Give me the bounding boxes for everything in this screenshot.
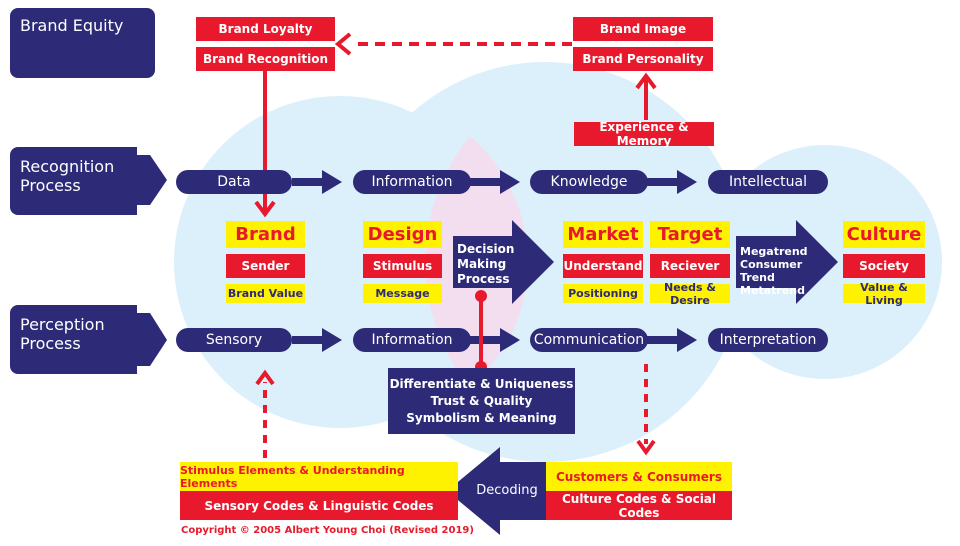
design-title: Design [363, 221, 442, 248]
decoding-label: Decoding [476, 483, 538, 498]
brand-loyalty-box: Brand Loyalty [196, 17, 335, 41]
top-dashed-arrowhead [334, 32, 352, 56]
decision-connector-top-dot [475, 290, 487, 302]
customers-box: Customers & Consumers [546, 462, 732, 491]
per-communication-label: Communication [533, 332, 645, 348]
megatrend-arrow-shape [736, 220, 838, 304]
stimulus-elements-box: Stimulus Elements & Understanding Elemen… [180, 462, 458, 491]
per-information-label: Information [371, 332, 453, 348]
brand-recognition-box: Brand Recognition [196, 47, 335, 71]
rec-information-label: Information [371, 174, 453, 190]
market-title: Market [563, 221, 643, 248]
copyright-text: Copyright © 2005 Albert Young Choi (Revi… [181, 525, 474, 536]
brand-image-box: Brand Image [573, 17, 713, 41]
recognition-arrow-tip [136, 155, 167, 205]
brand-personality-box: Brand Personality [573, 47, 713, 71]
differentiate-box: Differentiate & Uniqueness Trust & Quali… [388, 368, 575, 434]
brand-title: Brand [226, 221, 305, 248]
megatrend-arrow-label: Megatrend Consumer Trend Metatrend [740, 245, 808, 297]
recognition-process-box: Recognition Process [10, 147, 137, 215]
market-understand: Understand [563, 254, 643, 278]
experience-memory-box: Experience & Memory [574, 120, 714, 148]
per-interpretation-label: Interpretation [719, 332, 817, 348]
rec-knowledge-label: Knowledge [550, 174, 628, 190]
target-needs: Needs & Desire [650, 281, 730, 307]
perception-pills [176, 328, 828, 352]
culture-value: Value & Living [843, 281, 925, 307]
per-sensory-label: Sensory [205, 332, 263, 348]
brand-equity-box: Brand Equity [10, 8, 155, 78]
rec-data-label: Data [217, 174, 251, 190]
target-title: Target [650, 221, 730, 248]
differentiate-line-1: Differentiate & Uniqueness [389, 377, 574, 391]
target-reciever: Reciever [650, 254, 730, 278]
culture-codes-box: Culture Codes & Social Codes [546, 491, 732, 520]
perception-process-label: Perception Process [20, 315, 105, 353]
design-message: Message [363, 284, 442, 303]
communication-down-arrowhead [636, 439, 656, 456]
sensory-codes-box: Sensory Codes & Linguistic Codes [180, 491, 458, 520]
recognition-pills [176, 170, 828, 194]
culture-society: Society [843, 254, 925, 278]
decoding-arrow-shape [447, 447, 546, 535]
brand-sender: Sender [226, 254, 305, 278]
experience-up-arrowhead [635, 72, 657, 90]
decision-arrow-label: Decision Making Process [457, 242, 515, 286]
recognition-down-arrowhead [254, 200, 276, 218]
culture-title: Culture [843, 221, 925, 248]
recognition-process-label: Recognition Process [20, 157, 115, 195]
brand-equity-label: Brand Equity [20, 16, 124, 35]
design-stimulus: Stimulus [363, 254, 442, 278]
rec-intellectual-label: Intellectual [728, 174, 808, 190]
differentiate-line-2: Trust & Quality [430, 394, 533, 408]
perception-process-box: Perception Process [10, 305, 137, 374]
market-positioning: Positioning [563, 284, 643, 303]
differentiate-line-3: Symbolism & Meaning [406, 411, 557, 425]
perception-arrow-tip [136, 313, 167, 366]
stimulus-up-arrowhead [255, 369, 275, 386]
decision-arrow-shape [453, 220, 554, 304]
brand-value: Brand Value [226, 284, 305, 303]
